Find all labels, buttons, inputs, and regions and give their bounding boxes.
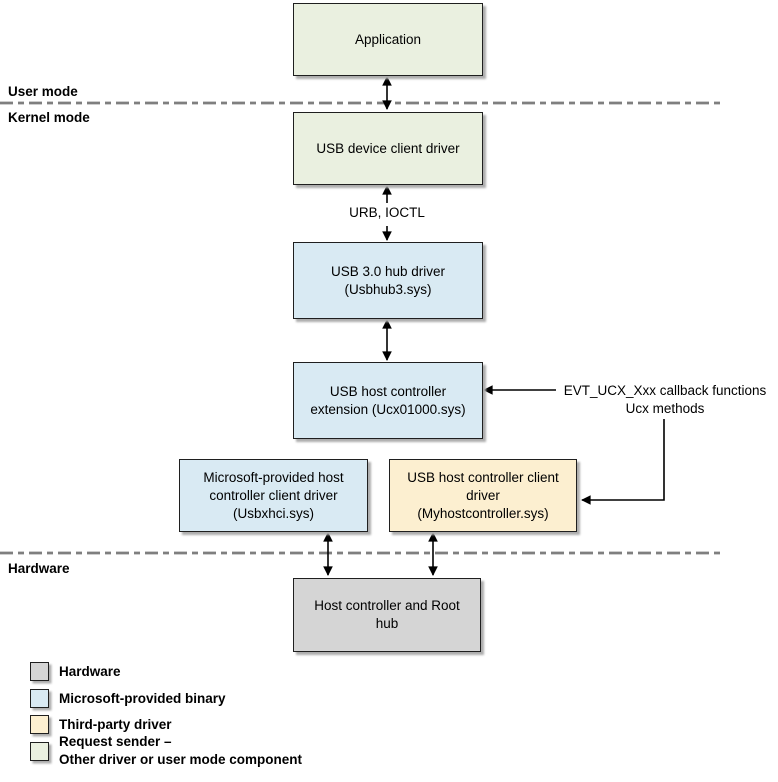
box-usb-host-controller-client-driver: USB host controller client driver (Myhos… bbox=[389, 459, 577, 532]
legend-swatch-hardware bbox=[30, 662, 49, 681]
user-mode-label: User mode bbox=[8, 84, 78, 99]
legend-label-line1: Request sender – bbox=[59, 734, 172, 749]
ucx-callbacks-label: EVT_UCX_Xxx callback functions Ucx metho… bbox=[552, 382, 778, 418]
legend-label: Microsoft-provided binary bbox=[59, 690, 226, 706]
box-label: extension (Ucx01000.sys) bbox=[310, 401, 466, 417]
box-label: (Usbxhci.sys) bbox=[232, 505, 314, 521]
box-application: Application bbox=[293, 3, 483, 76]
box-label: controller client driver bbox=[209, 487, 338, 503]
ucx-callbacks-line1: EVT_UCX_Xxx callback functions bbox=[563, 383, 767, 398]
connector-callbacks-thirdparty bbox=[581, 419, 665, 505]
box-label: USB host controller client bbox=[407, 469, 559, 485]
legend-swatch-third-party bbox=[30, 715, 49, 734]
legend-label: Third-party driver bbox=[59, 716, 172, 732]
box-label: (Usbhub3.sys) bbox=[344, 281, 432, 297]
legend-label: Request sender – Other driver or user mo… bbox=[59, 733, 302, 769]
legend-item-third-party: Third-party driver bbox=[30, 715, 172, 734]
legend-label-line2: Other driver or user mode component bbox=[59, 752, 303, 767]
legend-swatch-request-sender bbox=[30, 741, 49, 761]
box-label: Microsoft-provided host bbox=[203, 469, 344, 485]
box-label: hub bbox=[375, 616, 399, 631]
box-host-controller-root-hub: Host controller and Root hub bbox=[293, 578, 481, 652]
box-label: driver bbox=[466, 487, 500, 503]
urb-ioctl-label: URB, IOCTL bbox=[349, 205, 425, 220]
box-label: USB 3.0 hub driver bbox=[330, 263, 446, 279]
box-label: (Myhostcontroller.sys) bbox=[417, 505, 549, 521]
box-usb-device-client-driver: USB device client driver bbox=[293, 112, 483, 185]
legend-item-hardware: Hardware bbox=[30, 662, 121, 681]
kernel-mode-label: Kernel mode bbox=[8, 110, 90, 125]
legend-item-request-sender: Request sender – Other driver or user mo… bbox=[30, 733, 302, 769]
box-label: USB device client driver bbox=[316, 140, 460, 156]
legend-label: Hardware bbox=[59, 663, 121, 679]
ucx-callbacks-line2: Ucx methods bbox=[625, 401, 705, 416]
hardware-zone-label: Hardware bbox=[8, 561, 70, 576]
legend-swatch-microsoft-binary bbox=[30, 689, 49, 708]
box-label: Host controller and Root bbox=[314, 598, 460, 613]
box-label: Application bbox=[354, 31, 422, 47]
box-microsoft-host-controller-client-driver: Microsoft-provided host controller clien… bbox=[179, 459, 368, 532]
box-usb-host-controller-extension: USB host controller extension (Ucx01000.… bbox=[293, 362, 483, 439]
box-label: USB host controller bbox=[329, 383, 447, 399]
box-usb3-hub-driver: USB 3.0 hub driver (Usbhub3.sys) bbox=[293, 242, 483, 319]
legend-item-microsoft-binary: Microsoft-provided binary bbox=[30, 689, 226, 708]
